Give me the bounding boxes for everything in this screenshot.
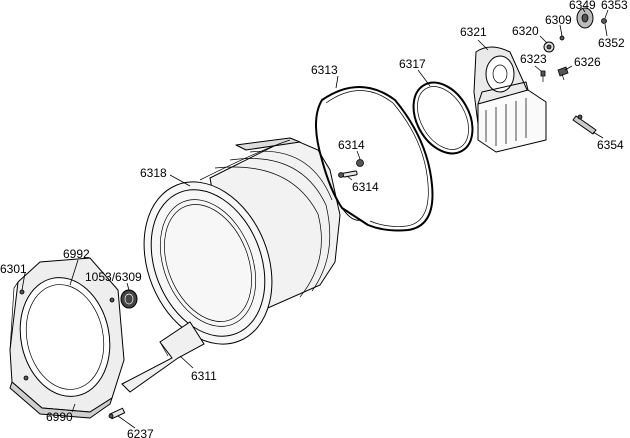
label-6354: 6354 xyxy=(597,138,624,152)
sensor-part xyxy=(572,114,597,135)
label-6321: 6321 xyxy=(460,25,487,39)
label-6317: 6317 xyxy=(399,57,426,71)
label-6349: 6349 xyxy=(569,0,596,12)
label-6353: 6353 xyxy=(601,0,628,12)
label-6323: 6323 xyxy=(520,52,547,66)
label-6311: 6311 xyxy=(191,369,217,383)
label-6318: 6318 xyxy=(140,166,167,180)
front-bulkhead-part xyxy=(9,257,125,419)
label-6314-top: 6314 xyxy=(338,138,365,152)
rear-bracket-part xyxy=(473,46,547,153)
label-6352: 6352 xyxy=(598,36,625,50)
bushing-part xyxy=(120,289,138,309)
duct-part xyxy=(121,321,205,393)
label-6313: 6313 xyxy=(311,63,338,77)
label-6992: 6992 xyxy=(63,247,90,261)
drive-belt-part xyxy=(315,86,434,232)
label-6320: 6320 xyxy=(512,24,539,38)
idler-hardware-part xyxy=(540,66,569,82)
screw-part xyxy=(108,407,126,420)
bearing-bolt-part xyxy=(338,159,364,178)
label-6237: 6237 xyxy=(127,427,154,438)
label-1053-6309: 1053/6309 xyxy=(85,270,142,284)
label-6326: 6326 xyxy=(574,55,601,69)
rear-seal-part xyxy=(412,81,474,155)
label-6314-bottom: 6314 xyxy=(352,180,379,194)
pulley-hardware-part xyxy=(543,7,607,53)
leader-lines xyxy=(21,8,609,429)
drum-part xyxy=(143,137,341,345)
label-6990: 6990 xyxy=(46,410,73,424)
label-6301: 6301 xyxy=(0,262,27,276)
label-6309: 6309 xyxy=(545,13,572,27)
